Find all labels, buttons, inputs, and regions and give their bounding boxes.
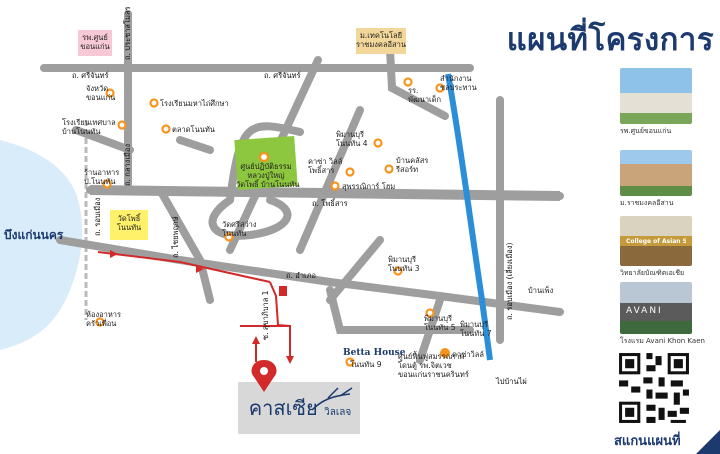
label-room-rest: ห้องอาหารครัวเพื่อน: [86, 310, 122, 328]
photo-caption-2: ม.ราชมงคลอีสาน: [620, 199, 674, 207]
label-banphue: บ้านเพ็ง: [528, 286, 554, 295]
casaville-poi: [440, 348, 450, 358]
label-phiman5: พิมานบุรีโนนทัน 5: [424, 314, 456, 332]
leaf-tree-icon: [311, 387, 353, 411]
wat-box-label: วัดโพธิ์โนนทัน: [116, 214, 142, 232]
label-restaurant: ร้านอาหารป.โนนทัน: [84, 168, 120, 186]
photo-caption-3: วิทยาลัยบัณฑิตเอเชีย: [620, 269, 685, 277]
label-school-thesaban: โรงเรียนเทศบาลบ้านโนนทัน: [62, 118, 116, 136]
label-supercenter: สุพรรณิการ์ โฮม: [342, 182, 396, 191]
photo-caption-1: รพ.ศูนย์ขอนแก่น: [620, 127, 672, 135]
label-central-park: ศูนย์ปฏิบัติธรรมหลวงปู่ใหญ่วัดโพธิ์ บ้าน…: [236, 162, 300, 189]
photo-hospital: [620, 68, 692, 124]
tech-college-label: ม.เทคโนโลยีราชมงคลอีสาน: [356, 31, 406, 49]
corner-accent: [696, 430, 720, 454]
canal: [445, 73, 493, 361]
qr-code-icon[interactable]: [616, 350, 692, 426]
label-wat-sri: วัดศรีสว่างโนนทัน: [222, 220, 257, 238]
label-market: ตลาดโนนทัน: [172, 125, 215, 134]
road-phosri: ถ. โพธิ์สาร: [312, 199, 348, 208]
wat-box: [110, 210, 148, 240]
tech-college-box: [356, 28, 406, 54]
label-rehab: ศูนย์ฟื้นฟูสมรรถภาพโดนตู้ รพ.จิตเวชขอนแก…: [398, 352, 469, 379]
label-phiman7: พิมานบุรีโนนทัน 7: [460, 320, 492, 338]
project-logo-suffix: วิลเลจ: [324, 407, 352, 418]
scan-map-label: สแกนแผนที่: [614, 434, 681, 449]
photo-caption-4: โรงแรม Avani Khon Kaen: [620, 337, 705, 345]
page-title: แผนที่โครงการ: [506, 22, 714, 58]
road-ronmueang: ถ. รอบเมือง: [93, 197, 102, 236]
photo-avani-sign: AVANI: [626, 306, 663, 316]
photo-avani: AVANI: [620, 282, 692, 334]
label-casa-villa: คาซ่า วิลล์โพธิ์สาร: [308, 157, 343, 175]
route-arrow-icon: [110, 250, 294, 364]
road-ronmueang-east: ถ. รอบเมือง (เลี่ยงเมือง): [505, 242, 514, 320]
map-canvas[interactable]: [0, 0, 610, 454]
label-casaville: คาซ่าวิลล์: [452, 350, 484, 359]
label-phiman3: พิมานบุรีโนนทัน 3: [388, 255, 420, 273]
lake-area: [0, 140, 83, 350]
label-phiman4: พิมานบุรีโนนทัน 4: [336, 130, 368, 148]
hospital-label: รพ.ศูนย์ขอนแก่น: [80, 33, 110, 51]
label-office: สำนักงานชลประทาน: [440, 74, 477, 92]
park-area: [234, 135, 298, 191]
lake-label: บึงแก่นนคร: [4, 228, 64, 242]
route-line: [97, 251, 291, 362]
road-sukhapiban: ซ. สุขาภิบาล 1: [261, 290, 270, 340]
bus-stop-icon: [279, 286, 287, 296]
photo-college-sign: College of Asian Scholars: [626, 238, 686, 245]
label-betta-sub: โนนทัน 9: [350, 360, 382, 369]
poi-circle-icon: [95, 77, 445, 367]
label-school-anuban: โรงเรียนมหาไถ่ศึกษา: [160, 99, 229, 108]
photo-college: College of Asian Scholars: [620, 216, 692, 266]
project-logo-box: [238, 382, 360, 434]
label-school-rss: รร.พัฒนาเด็ก: [408, 86, 442, 104]
photo-rmuti: [620, 150, 692, 196]
hospital-box: [78, 30, 112, 56]
road-chaiyaphruek: ถ. ไชยพฤกษ์: [171, 216, 180, 258]
project-logo: คาสเซีย วิลเลจ: [240, 392, 360, 424]
label-banklas: บ้านคลัสรรีสอร์ท: [396, 156, 429, 174]
road-prachasamosorn: ถ. ประชาสโมสร: [123, 6, 132, 60]
project-logo-name: คาสเซีย: [248, 396, 318, 420]
map-pin-icon: [251, 360, 277, 392]
road-amphoe: ถ. อำเภอ: [286, 271, 317, 280]
road-srichan-1: ถ. ศรีจันทร์: [72, 71, 109, 80]
road-to-banphai: ไปบ้านไผ่: [496, 377, 527, 386]
road-srichan-2: ถ. ศรีจันทร์: [264, 71, 301, 80]
label-betta: Betta House: [343, 348, 406, 358]
label-chawang: จังหวัดขอนแก่น: [86, 84, 116, 102]
road-klangmueang: ถ. กลางเมือง: [123, 144, 132, 186]
